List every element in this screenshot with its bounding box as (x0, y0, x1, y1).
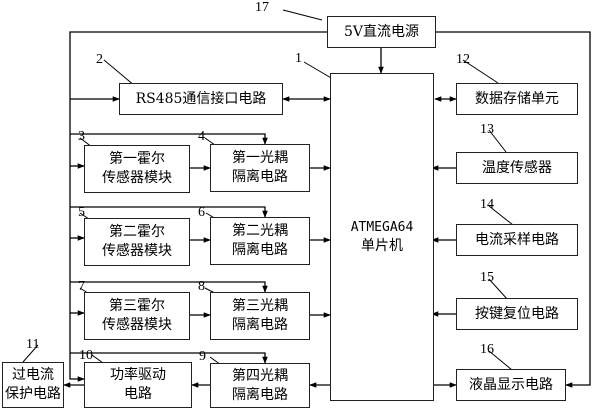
leader-15 (488, 278, 509, 301)
power-driver-box: 功率驱动 电路 (84, 362, 192, 408)
hall-sensor-3-line1: 第三霍尔 (109, 298, 165, 314)
hall-sensor-2-number: 5 (78, 205, 85, 220)
storage-unit-number: 12 (456, 52, 470, 67)
hall-sensor-3-line2: 传感器模块 (102, 317, 172, 333)
leader-2 (103, 59, 136, 87)
power-driver-line2: 电路 (124, 386, 152, 402)
rs485-label: RS485通信接口电路 (135, 90, 267, 107)
key-reset-number: 15 (480, 270, 494, 285)
power-driver-line1: 功率驱动 (110, 367, 166, 383)
lcd-display-number: 16 (480, 342, 494, 357)
opto-4-line2: 隔离电路 (232, 386, 288, 403)
mcu-model: ATMEGA64 (350, 220, 414, 235)
leader-17 (282, 9, 323, 21)
storage-unit-box: 数据存储单元 (456, 83, 578, 115)
leader-11 (22, 344, 39, 363)
opto-2-line2: 隔离电路 (232, 242, 288, 258)
current-sampling-box: 电流采样电路 (456, 224, 578, 256)
feed-opto-3 (70, 281, 268, 293)
hall-sensor-1-box: 第一霍尔 传感器模块 (84, 145, 190, 193)
power-bus-left (69, 31, 327, 382)
power-supply-label: 5V直流电源 (343, 23, 420, 40)
opto-1-line2: 隔离电路 (232, 169, 288, 185)
hall-sensor-1-number: 3 (78, 129, 85, 144)
overcurrent-line2: 保护电路 (5, 386, 61, 402)
leader-12 (462, 59, 499, 84)
lcd-display-label: 液晶显示电路 (469, 376, 553, 393)
overcurrent-box: 过电流 保护电路 (2, 362, 64, 408)
power-bus-right (436, 31, 591, 388)
opto-4-line1: 第四光耦 (232, 367, 288, 384)
hall-sensor-3-box: 第三霍尔 传感器模块 (84, 292, 190, 340)
power-supply-box: 5V直流电源 (327, 16, 436, 48)
leader-16 (488, 350, 513, 371)
opto-2-box: 第二光耦 隔离电路 (210, 217, 310, 265)
temp-sensor-box: 温度传感器 (456, 152, 578, 184)
feed-opto-2 (70, 206, 268, 218)
hall-sensor-2-line2: 传感器模块 (102, 243, 172, 259)
rs485-number: 2 (96, 52, 103, 67)
opto-2-line1: 第二光耦 (232, 223, 288, 239)
opto-3-box: 第三光耦 隔离电路 (210, 292, 310, 340)
rs485-box: RS485通信接口电路 (119, 83, 283, 115)
opto-2-number: 6 (198, 205, 205, 220)
overcurrent-number: 11 (26, 337, 40, 352)
storage-unit-label: 数据存储单元 (475, 90, 559, 107)
opto-1-box: 第一光耦 隔离电路 (210, 144, 310, 192)
feed-opto-4 (70, 352, 268, 364)
power-driver-number: 10 (79, 348, 93, 363)
hall-sensor-1-line2: 传感器模块 (102, 170, 172, 186)
opto-1-number: 4 (198, 129, 205, 144)
mcu-number: 1 (295, 51, 302, 66)
hall-sensor-2-line1: 第二霍尔 (109, 224, 165, 240)
feed-opto-1 (70, 133, 268, 145)
hall-sensor-3-number: 7 (78, 279, 85, 294)
opto-3-number: 8 (198, 279, 205, 294)
power-supply-number: 17 (255, 0, 269, 15)
temp-sensor-label: 温度传感器 (482, 159, 552, 176)
hall-sensor-1-line1: 第一霍尔 (109, 151, 165, 167)
leader-13 (488, 129, 507, 153)
opto-3-line1: 第三光耦 (232, 298, 288, 314)
opto-4-number: 9 (199, 349, 206, 364)
lcd-display-box: 液晶显示电路 (456, 369, 566, 401)
opto-3-line2: 隔离电路 (232, 317, 288, 333)
overcurrent-line1: 过电流 (12, 367, 54, 383)
temp-sensor-number: 13 (480, 122, 494, 137)
key-reset-label: 按键复位电路 (475, 305, 559, 322)
mcu-label: 单片机 (361, 238, 403, 254)
hall-sensor-2-box: 第二霍尔 传感器模块 (84, 218, 190, 266)
current-sampling-label: 电流采样电路 (475, 231, 559, 248)
current-sampling-number: 14 (480, 197, 494, 212)
mcu-box: ATMEGA64 单片机 (330, 73, 434, 401)
opto-1-line1: 第一光耦 (232, 150, 288, 166)
opto-4-box: 第四光耦 隔离电路 (210, 363, 310, 408)
key-reset-box: 按键复位电路 (456, 298, 578, 330)
leader-14 (488, 205, 514, 226)
